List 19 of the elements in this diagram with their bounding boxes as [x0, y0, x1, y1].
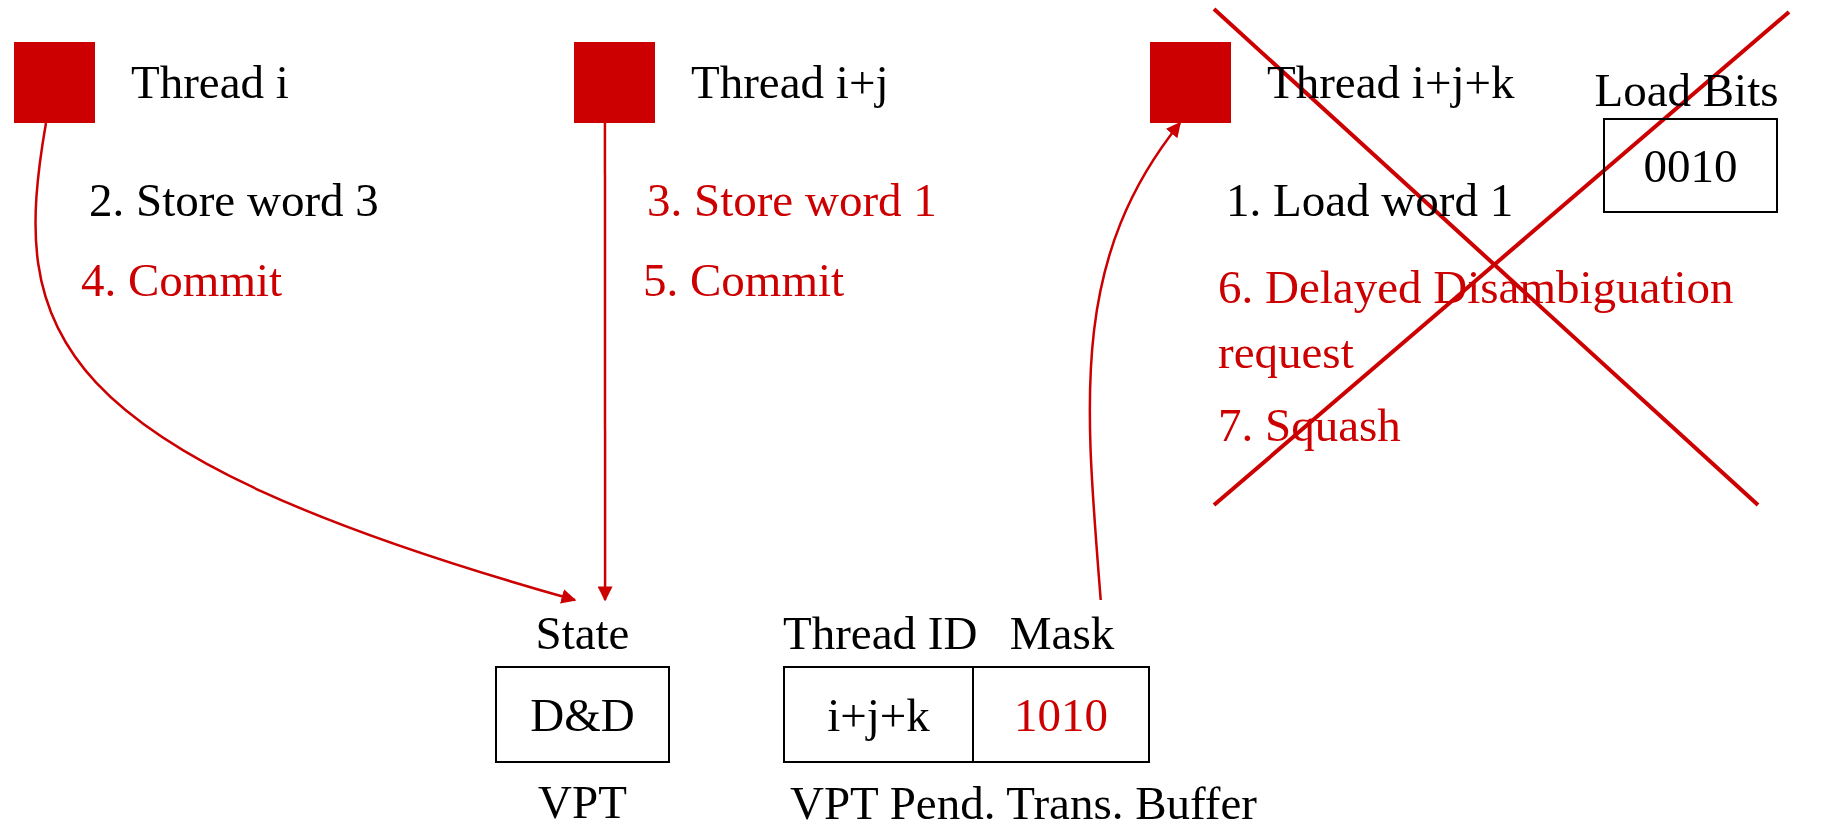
- step-text: 4. Commit: [81, 255, 283, 305]
- table-cell: D&D: [495, 666, 670, 763]
- table-cell: i+j+k: [783, 666, 974, 763]
- table-name: VPT: [537, 777, 628, 827]
- column-header: State: [534, 606, 631, 661]
- table-cell: 0010: [1603, 118, 1778, 213]
- table-cell: 1010: [974, 666, 1150, 763]
- step-text: VPT Pend. Trans. Buffer: [790, 778, 1258, 827]
- arrow: [1088, 121, 1181, 601]
- column-header: Thread ID: [783, 606, 974, 661]
- thread-label: Thread i+j: [691, 59, 889, 106]
- column-header: Mask: [1008, 606, 1116, 661]
- arrow: [597, 123, 613, 602]
- step-text: 3. Store word 1: [647, 175, 937, 225]
- column-header: Load Bits: [1593, 63, 1780, 118]
- arrow: [34, 122, 577, 604]
- step-text: 5. Commit: [643, 255, 845, 305]
- step-text: 2. Store word 3: [89, 175, 379, 225]
- thread-label: Thread i: [131, 59, 289, 106]
